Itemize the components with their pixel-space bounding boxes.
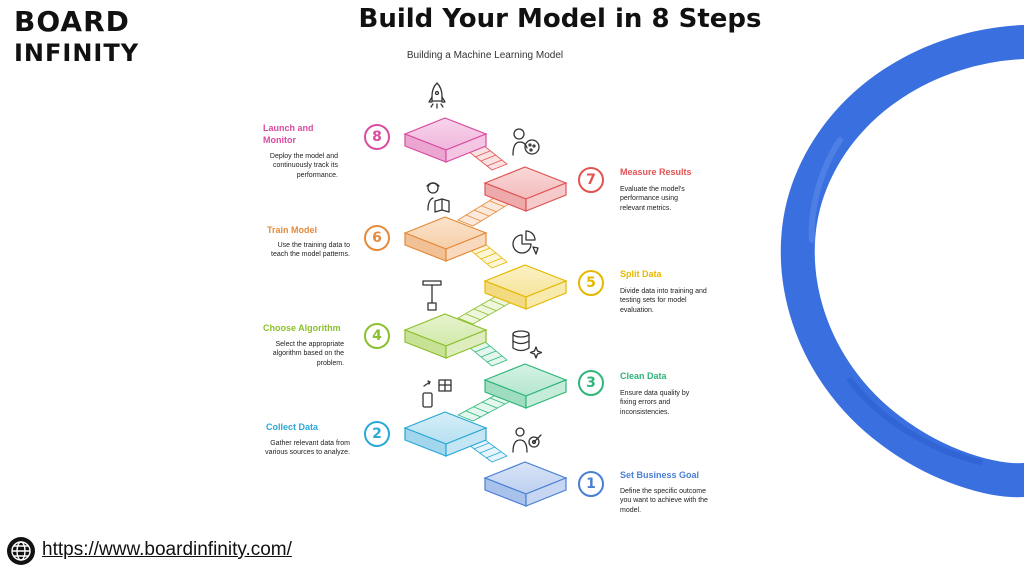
- devices-icon: [422, 379, 452, 408]
- step-number-7: 7: [578, 167, 604, 193]
- landing-6: [403, 216, 488, 262]
- landing-8: [403, 117, 488, 163]
- step-title-6: Train Model: [267, 225, 318, 235]
- landing-5: [483, 264, 568, 310]
- step-desc-4: Select the appropriate algorithm based o…: [272, 341, 344, 367]
- tool-icon: [422, 280, 442, 311]
- target-person-icon: [512, 427, 542, 453]
- step-title-7: Measure Results: [620, 167, 692, 177]
- step-number-4: 4: [364, 323, 390, 349]
- step-desc-2: Gather relevant data from various source…: [265, 440, 350, 457]
- diagram-subtitle: Building a Machine Learning Model: [406, 50, 564, 61]
- reader-icon: [426, 182, 450, 213]
- step-title-3: Clean Data: [620, 371, 667, 381]
- step-desc-7: Evaluate the model's performance using r…: [620, 186, 685, 212]
- step-title-1: Set Business Goal: [620, 470, 700, 480]
- analyst-icon: [512, 128, 540, 156]
- brand-line-2: INFINITY: [14, 39, 140, 67]
- step-number-2: 2: [364, 421, 390, 447]
- website-link[interactable]: https://www.boardinfinity.com/: [42, 539, 292, 560]
- step-desc-5: Divide data into training and testing se…: [620, 288, 707, 314]
- database-sparkle-icon: [512, 330, 543, 359]
- step-number-8: 8: [364, 124, 390, 150]
- step-number-6: 6: [364, 225, 390, 251]
- step-desc-3: Ensure data quality by fixing errors and…: [620, 390, 690, 416]
- step-desc-8: Deploy the model and continuously track …: [269, 153, 338, 179]
- landing-4: [403, 313, 488, 359]
- page-title: Build Your Model in 8 Steps: [358, 4, 762, 34]
- landing-2: [403, 411, 488, 457]
- step-number-5: 5: [578, 270, 604, 296]
- step-desc-6: Use the training data to teach the model…: [271, 242, 350, 259]
- landing-7: [483, 166, 568, 212]
- landing-3: [483, 363, 568, 409]
- brand-line-1: BOARD: [14, 5, 130, 38]
- brand-logo: BOARD INFINITY: [14, 5, 144, 67]
- decorative-brush-swirl: [780, 25, 1024, 498]
- step-number-3: 3: [578, 370, 604, 396]
- step-desc-1: Define the specific outcome you want to …: [620, 488, 708, 514]
- pie-split-icon: [512, 230, 539, 255]
- rocket-icon: [428, 82, 446, 109]
- step-number-1: 1: [578, 471, 604, 497]
- step-title-8: Launch and Monitor: [263, 123, 314, 145]
- step-title-2: Collect Data: [266, 422, 319, 432]
- step-title-4: Choose Algorithm: [263, 323, 341, 333]
- landing-1: [483, 461, 568, 507]
- globe-icon: [7, 537, 35, 565]
- step-title-5: Split Data: [620, 269, 662, 279]
